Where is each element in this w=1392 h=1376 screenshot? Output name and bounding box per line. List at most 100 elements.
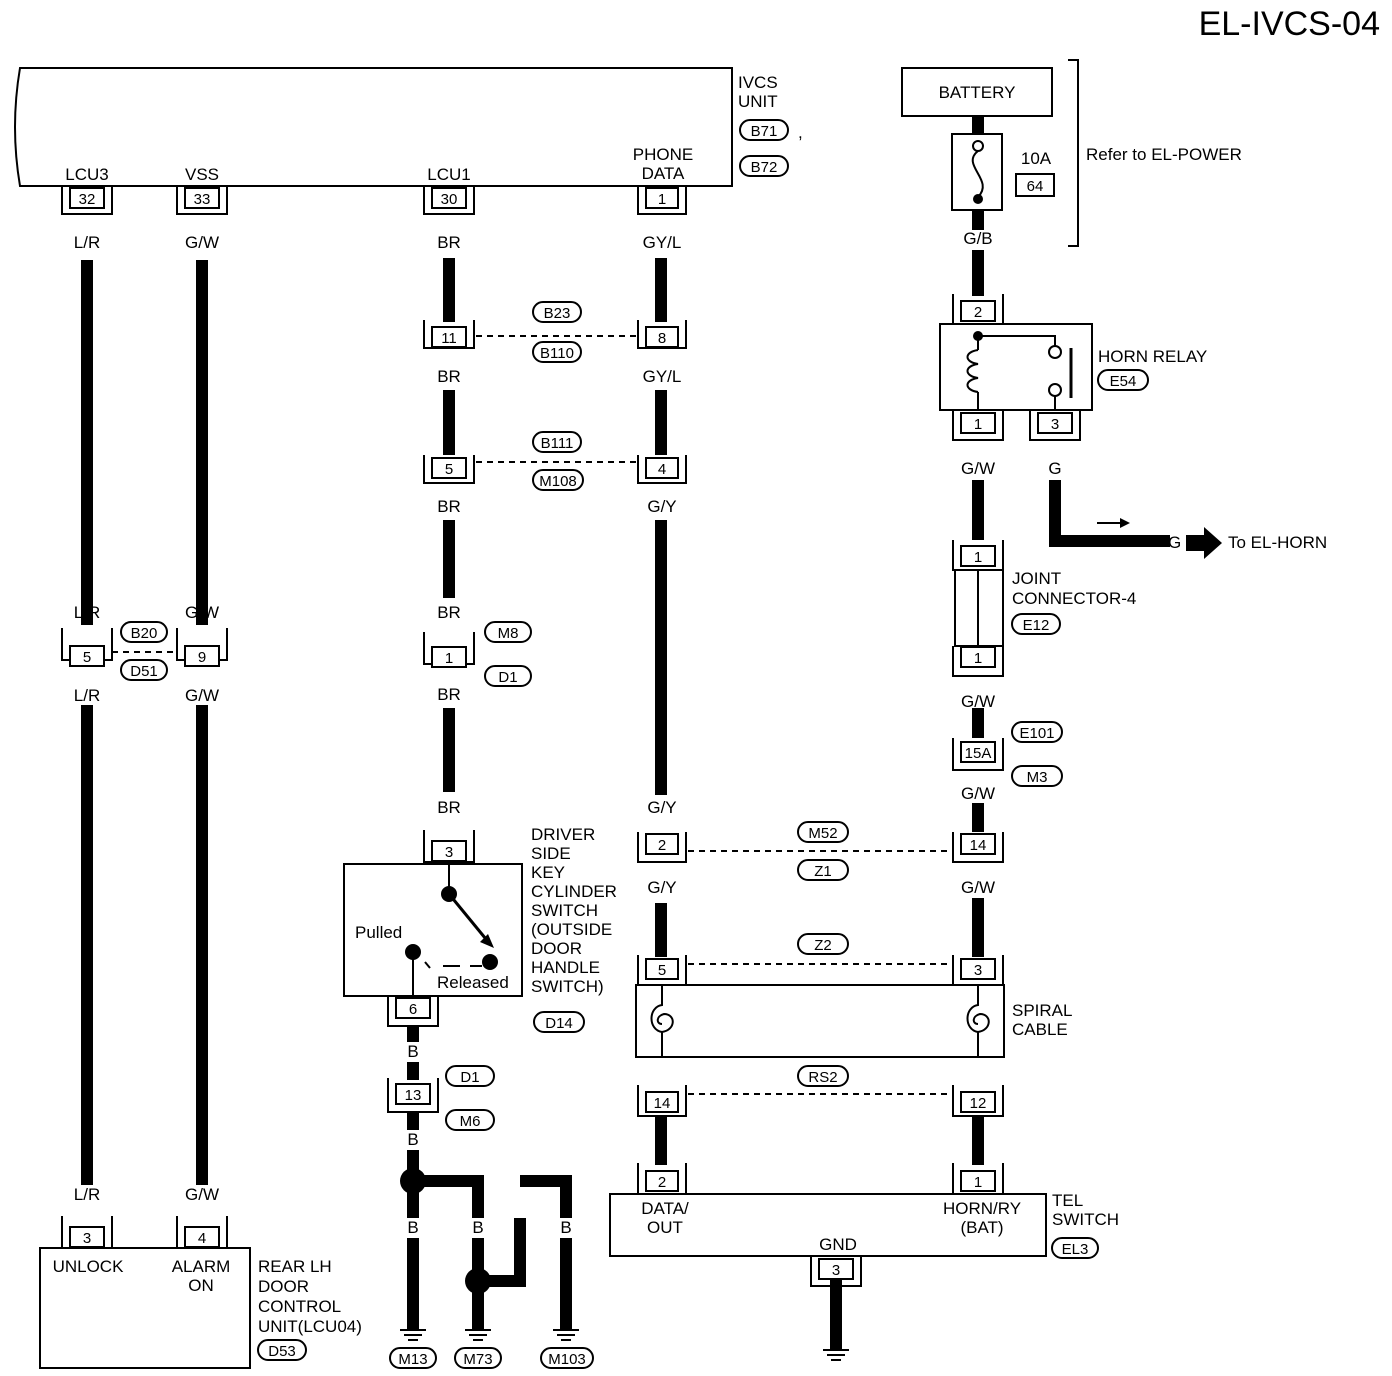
svg-text:1: 1: [974, 416, 982, 433]
svg-text:5: 5: [445, 461, 453, 478]
ivcs-conn-b72: B72: [739, 155, 789, 177]
svg-text:4: 4: [658, 461, 666, 478]
svg-text:BATTERY: BATTERY: [939, 83, 1016, 102]
ivcs-unit-box: [14, 67, 733, 187]
pin-33: 33: [176, 186, 228, 215]
connector-8: 8: [637, 320, 687, 349]
ground-m13: M13: [389, 1347, 437, 1369]
conn-d14: D14: [533, 1011, 585, 1033]
svg-text:D51: D51: [130, 663, 158, 680]
svg-text:D1: D1: [498, 669, 517, 686]
battery: BATTERY: [901, 67, 1053, 117]
svg-text:M52: M52: [808, 825, 837, 842]
wire-label: G/B: [963, 229, 992, 248]
svg-text:E54: E54: [1110, 373, 1137, 390]
ground-icon-m103: [553, 1329, 579, 1341]
key-cylinder-switch: [343, 863, 523, 997]
wire-label: G: [1048, 459, 1061, 478]
ref-bracket: [1068, 59, 1079, 247]
small-arrow-head: [1120, 518, 1130, 528]
relay-pin-1: 1: [952, 410, 1004, 441]
fuse-15a: 15A: [952, 738, 1004, 771]
wire-label: B: [560, 1218, 571, 1237]
pin-label-lcu3: LCU3: [65, 165, 108, 184]
svg-text:M108: M108: [539, 473, 577, 490]
wire-b-3: [413, 1175, 484, 1218]
svg-text:M3: M3: [1027, 769, 1048, 786]
svg-text:3: 3: [83, 1230, 91, 1247]
released-label: Released: [437, 973, 509, 992]
wire-label: G/W: [961, 784, 995, 803]
wire-b-5: [478, 1218, 526, 1287]
svg-text:M6: M6: [460, 1113, 481, 1130]
door-unlock: UNLOCK: [53, 1257, 125, 1276]
wire-label: L/R: [74, 686, 100, 705]
splice-dot-1: [400, 1168, 426, 1194]
svg-text:B71: B71: [751, 123, 778, 140]
svg-text:RS2: RS2: [808, 1069, 837, 1086]
connector-9: 9: [176, 628, 228, 667]
connector-14b: 14: [637, 1085, 687, 1117]
conn-m108: M108: [532, 469, 584, 491]
svg-text:2: 2: [658, 837, 666, 854]
tel-pin-2: 2: [637, 1163, 687, 1195]
joint-connector: [954, 569, 1004, 647]
wire-b-6: [520, 1175, 572, 1218]
svg-text:5: 5: [658, 962, 666, 979]
svg-text:1: 1: [974, 650, 982, 667]
conn-d1b: D1: [445, 1065, 495, 1087]
to-el-horn: To EL-HORN: [1228, 533, 1327, 552]
conn-d1: D1: [484, 665, 532, 687]
ground-icon-tel: [823, 1349, 849, 1361]
wire-label: L/R: [74, 603, 100, 622]
conn-b111: B111: [532, 431, 582, 453]
ground-icon-m73: [465, 1329, 491, 1341]
svg-text:B23: B23: [544, 305, 571, 322]
connector-5b: 5: [61, 628, 113, 667]
conn-b20: B20: [120, 621, 168, 643]
tel-horn-ry: HORN/RY(BAT): [943, 1199, 1021, 1237]
fuse-number: 64: [1015, 173, 1055, 197]
connector-12: 12: [952, 1085, 1004, 1117]
pulled-label: Pulled: [355, 923, 402, 942]
wire-label: G/W: [185, 603, 219, 622]
svg-text:64: 64: [1027, 178, 1044, 195]
wire-label: G/W: [961, 878, 995, 897]
connector-4: 4: [637, 455, 687, 484]
connector-5c: 5: [637, 955, 687, 986]
svg-text:32: 32: [79, 191, 96, 208]
wire-label: B: [472, 1218, 483, 1237]
wire-label: BR: [437, 685, 461, 704]
conn-m3: M3: [1011, 765, 1063, 787]
connector-1: 1: [423, 632, 475, 668]
svg-text:3: 3: [445, 844, 453, 861]
ground-m73: M73: [454, 1347, 502, 1369]
svg-text:1: 1: [658, 191, 666, 208]
splice-dot-2: [465, 1268, 491, 1294]
svg-text:9: 9: [198, 649, 206, 666]
svg-text:3: 3: [1051, 416, 1059, 433]
wire-label: GY/L: [643, 233, 682, 252]
svg-text:8: 8: [658, 330, 666, 347]
conn-m8: M8: [484, 621, 532, 643]
spiral-cable: [635, 984, 1005, 1058]
svg-text:M103: M103: [548, 1351, 586, 1368]
conn-m52: M52: [797, 821, 849, 843]
svg-text:B20: B20: [131, 625, 158, 642]
tel-data-out: DATA/OUT: [641, 1199, 689, 1237]
conn-d51: D51: [120, 659, 168, 681]
wire-label: BR: [437, 233, 461, 252]
svg-text:Z1: Z1: [814, 863, 832, 880]
key-switch-pin-6: 6: [387, 996, 439, 1027]
arrow-right-icon: [1186, 527, 1222, 559]
wire-label: B: [407, 1042, 418, 1061]
svg-text:12: 12: [970, 1095, 987, 1112]
pin-label-vss: VSS: [185, 165, 219, 184]
svg-text:3: 3: [832, 1262, 840, 1279]
